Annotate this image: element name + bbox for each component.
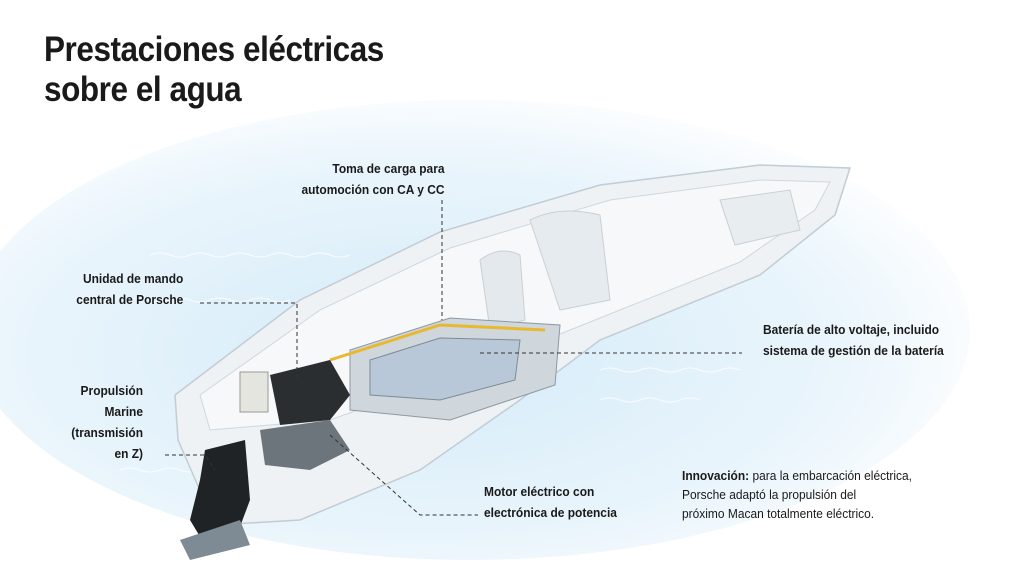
electric-motor	[260, 420, 350, 470]
label-line: en Z)	[114, 446, 143, 461]
boat-seat	[719, 189, 801, 246]
label-line: (transmisión	[71, 425, 143, 440]
label-line: electrónica de potencia	[484, 505, 617, 520]
control-unit	[270, 360, 350, 425]
label-line: Motor eléctrico con	[484, 484, 595, 499]
page-title: Prestaciones eléctricas sobre el agua	[44, 30, 467, 110]
water-waves	[119, 252, 741, 473]
label-line: automoción con CA y CC	[301, 182, 445, 197]
note-heading: Innovación:	[682, 468, 750, 483]
boat-seat	[479, 250, 526, 331]
label-control-unit: Unidad de mando central de Porsche	[76, 268, 183, 310]
label-line: Toma de carga para	[332, 161, 445, 176]
label-line: Batería de alto voltaje, incluido	[763, 322, 940, 337]
label-battery: Batería de alto voltaje, incluido sistem…	[763, 319, 944, 361]
cooling-lines	[329, 323, 546, 362]
leader-motor	[329, 434, 478, 516]
title-line: sobre el agua	[44, 70, 242, 109]
leader-propulsion	[165, 454, 216, 471]
z-drive	[190, 440, 250, 545]
label-line: Marine	[104, 404, 143, 419]
label-line: Unidad de mando	[82, 271, 183, 286]
label-charging-port: Toma de carga para automoción con CA y C…	[302, 158, 445, 200]
label-line: Propulsión	[80, 383, 143, 398]
note-line: Porsche adaptó la propulsión del	[682, 487, 857, 502]
box-component	[239, 371, 269, 413]
innovation-note: Innovación: para la embarcación eléctric…	[682, 466, 958, 523]
note-line: para la embarcación eléctrica,	[752, 468, 912, 483]
leader-control-unit	[200, 302, 298, 380]
propeller	[180, 520, 250, 560]
label-line: central de Porsche	[75, 292, 183, 307]
note-line: próximo Macan totalmente eléctrico.	[682, 506, 875, 521]
title-line: Prestaciones eléctricas	[44, 30, 384, 69]
label-line: sistema de gestión de la batería	[763, 343, 944, 358]
label-propulsion: Propulsión Marine (transmisión en Z)	[71, 380, 143, 464]
label-motor: Motor eléctrico con electrónica de poten…	[484, 481, 617, 523]
boat-windshield	[529, 210, 611, 311]
